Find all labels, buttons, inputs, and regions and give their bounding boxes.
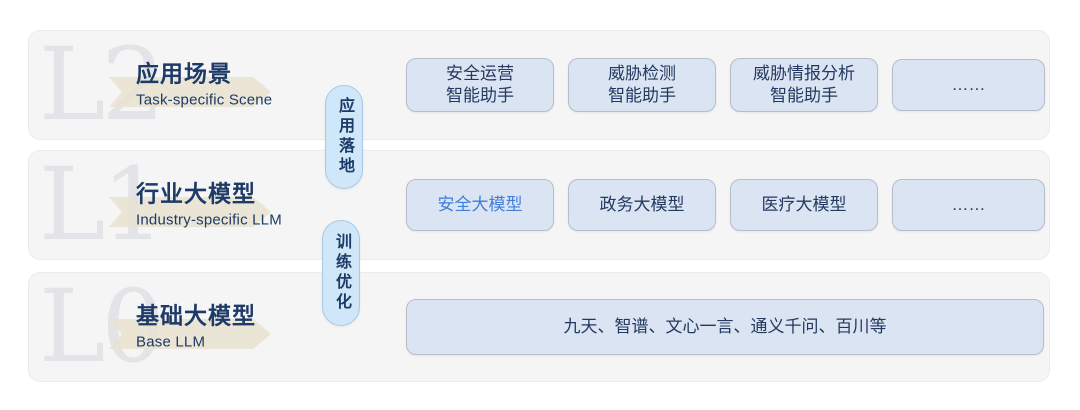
box-government-llm: 政务大模型 [568, 179, 716, 231]
box-threat-intel-analysis-assistant: 威胁情报分析 智能助手 [730, 57, 878, 113]
box-medical-llm: 医疗大模型 [730, 179, 878, 231]
base-llm-boxes-row: 九天、智谱、文心一言、通义千问、百川等 [406, 273, 1044, 381]
layer-title-block: 基础大模型 Base LLM [136, 302, 256, 350]
connector-label: 训练优化 [333, 233, 350, 313]
ellipsis-label: …… [951, 74, 986, 94]
layer-subtitle: Industry-specific LLM [136, 210, 282, 228]
layer-subtitle: Task-specific Scene [136, 90, 273, 108]
box-label-line: 医疗大模型 [761, 194, 847, 214]
layer-title-block: 应用场景 Task-specific Scene [136, 60, 272, 108]
title-arrow-decoration [109, 319, 271, 349]
layer-title: 行业大模型 [136, 180, 256, 207]
box-label-line: 智能助手 [608, 86, 676, 105]
layer-title-block: 行业大模型 Industry-specific LLM [136, 180, 282, 228]
industry-llm-boxes-row: 安全大模型 政务大模型 医疗大模型 …… [406, 151, 1045, 259]
layer-title: 应用场景 [136, 60, 232, 87]
scene-boxes-row: 安全运营 智能助手 威胁检测 智能助手 威胁情报分析 智能助手 …… [406, 31, 1045, 139]
box-label-line: 安全运营 [446, 63, 514, 83]
box-threat-detection-assistant: 威胁检测 智能助手 [568, 57, 716, 113]
box-base-llm-list: 九天、智谱、文心一言、通义千问、百川等 [406, 299, 1044, 355]
box-more-scenes: …… [892, 59, 1045, 111]
box-security-operations-assistant: 安全运营 智能助手 [406, 57, 554, 113]
layer-title: 基础大模型 [136, 302, 256, 329]
box-label-line: 安全大模型 [437, 194, 523, 214]
box-label-line: 九天、智谱、文心一言、通义千问、百川等 [563, 316, 887, 336]
title-arrow-decoration [109, 197, 271, 227]
connector-training-optimization: 训练优化 [322, 220, 360, 326]
layer-panel-l1: L1 行业大模型 Industry-specific LLM 安全大模型 政务大… [28, 150, 1050, 260]
box-label-line: 智能助手 [770, 86, 838, 105]
box-label-line: 威胁情报分析 [753, 63, 855, 83]
connector-label: 应用落地 [336, 97, 353, 177]
box-label-line: 政务大模型 [599, 194, 685, 214]
box-security-llm: 安全大模型 [406, 179, 554, 231]
box-label-line: 威胁检测 [608, 63, 676, 83]
title-arrow-decoration [109, 77, 271, 107]
layer-panel-l2: L2 应用场景 Task-specific Scene 安全运营 智能助手 威胁… [28, 30, 1050, 140]
box-label-line: 智能助手 [446, 86, 514, 105]
box-more-llms: …… [892, 179, 1045, 231]
connector-application-deployment: 应用落地 [325, 85, 363, 189]
layer-subtitle: Base LLM [136, 332, 206, 350]
ellipsis-label: …… [951, 194, 986, 214]
layer-panel-l0: L0 基础大模型 Base LLM 九天、智谱、文心一言、通义千问、百川等 [28, 272, 1050, 382]
